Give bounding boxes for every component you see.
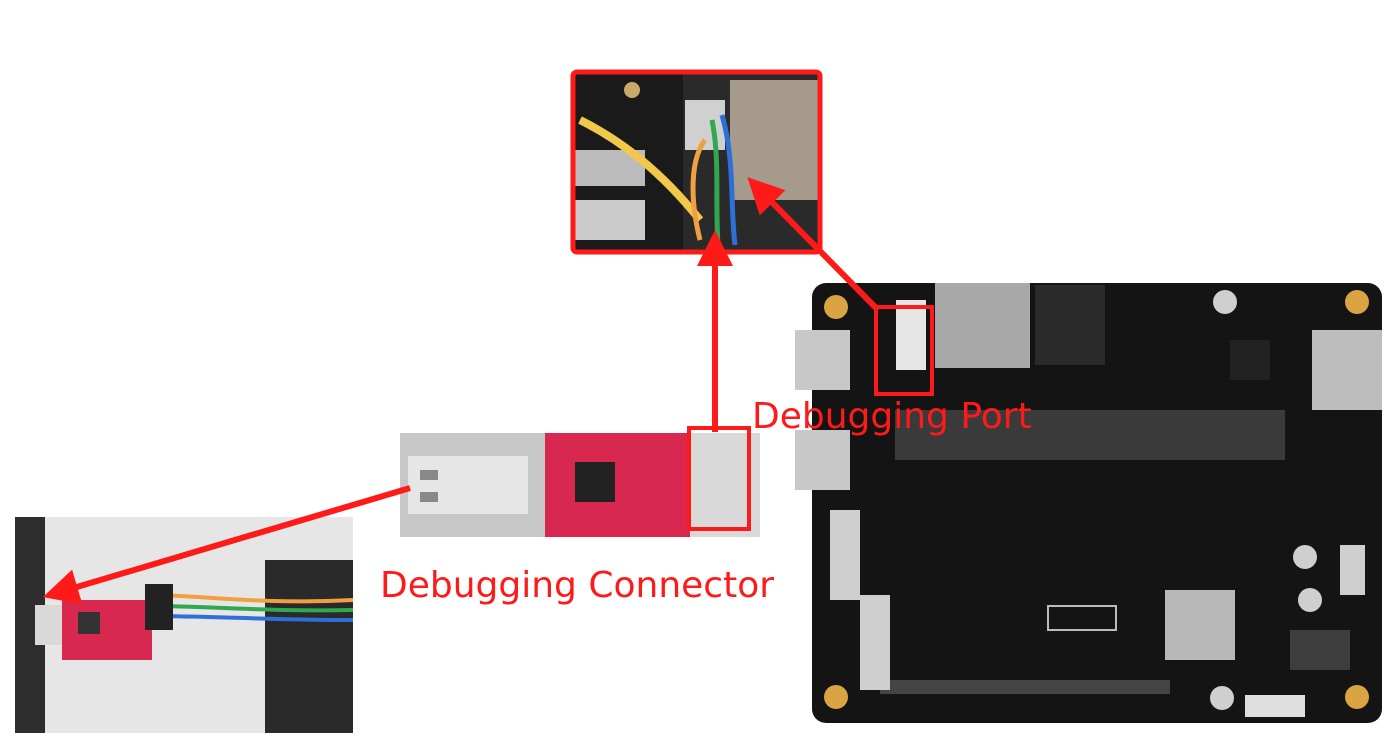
dev-board	[795, 283, 1382, 723]
red-arrow-icon	[747, 177, 881, 313]
inset-photo	[570, 69, 823, 255]
debugging-connector-label: Debugging Connector	[380, 565, 775, 606]
laptop-photo	[15, 517, 354, 733]
callout-arrows	[42, 177, 881, 605]
red-arrow-icon	[42, 485, 411, 605]
debugging-port-label: Debugging Port	[752, 396, 1032, 437]
usb-ttl-module	[400, 426, 760, 537]
